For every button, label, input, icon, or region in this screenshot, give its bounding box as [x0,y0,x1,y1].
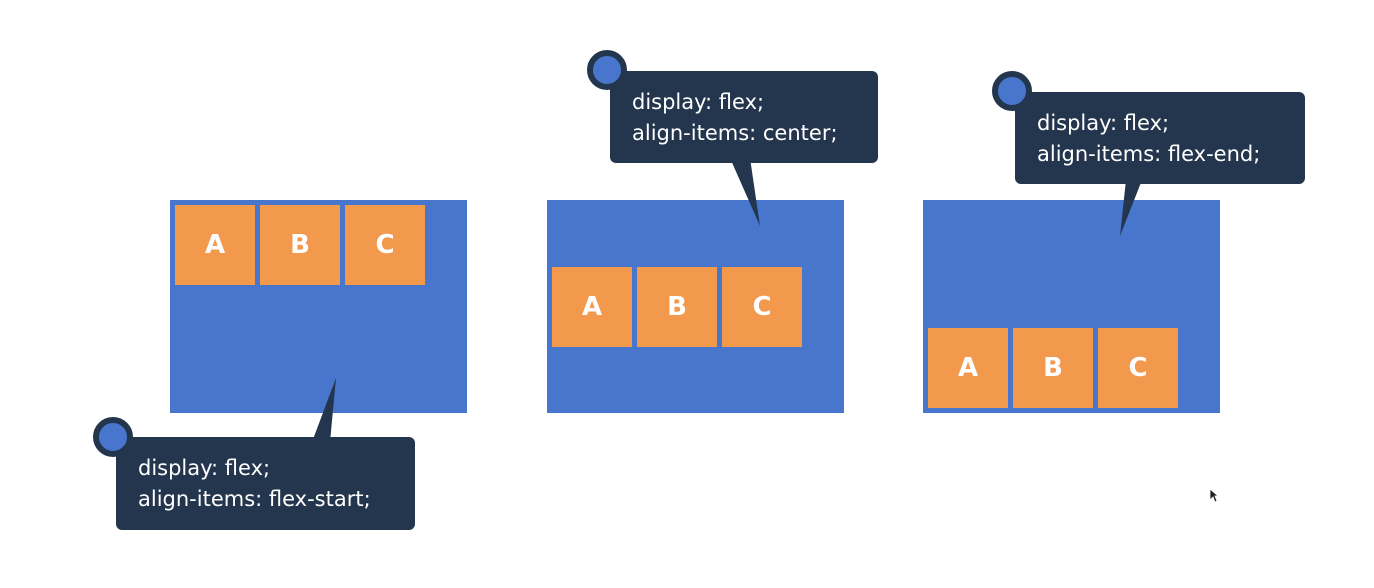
flex-item-c: C [345,205,425,285]
callout-marker-dot [587,50,627,90]
flex-item-c: C [1098,328,1178,408]
flex-item-a: A [928,328,1008,408]
callout-marker-dot [992,71,1032,111]
flex-item-b: B [637,266,717,347]
code-callout-start: display: flex; align-items: flex-start; [116,437,415,530]
flex-item-a: A [175,205,255,285]
code-line-display: display: flex; [1037,111,1170,135]
flex-container-start: A B C [170,200,467,413]
code-line-display: display: flex; [138,456,271,480]
flex-item-b: B [260,205,340,285]
flex-container-center: A B C [547,200,844,413]
code-line-align-items: align-items: flex-end; [1037,142,1261,166]
callout-marker-dot [93,417,133,457]
mouse-pointer-icon [1209,488,1219,503]
flex-item-c: C [722,266,802,347]
flex-container-end: A B C [923,200,1220,413]
code-line-display: display: flex; [632,90,765,114]
code-line-align-items: align-items: center; [632,121,838,145]
flex-item-b: B [1013,328,1093,408]
code-callout-center: display: flex; align-items: center; [610,71,878,163]
code-line-align-items: align-items: flex-start; [138,487,371,511]
flex-item-a: A [552,266,632,347]
code-callout-end: display: flex; align-items: flex-end; [1015,92,1305,184]
